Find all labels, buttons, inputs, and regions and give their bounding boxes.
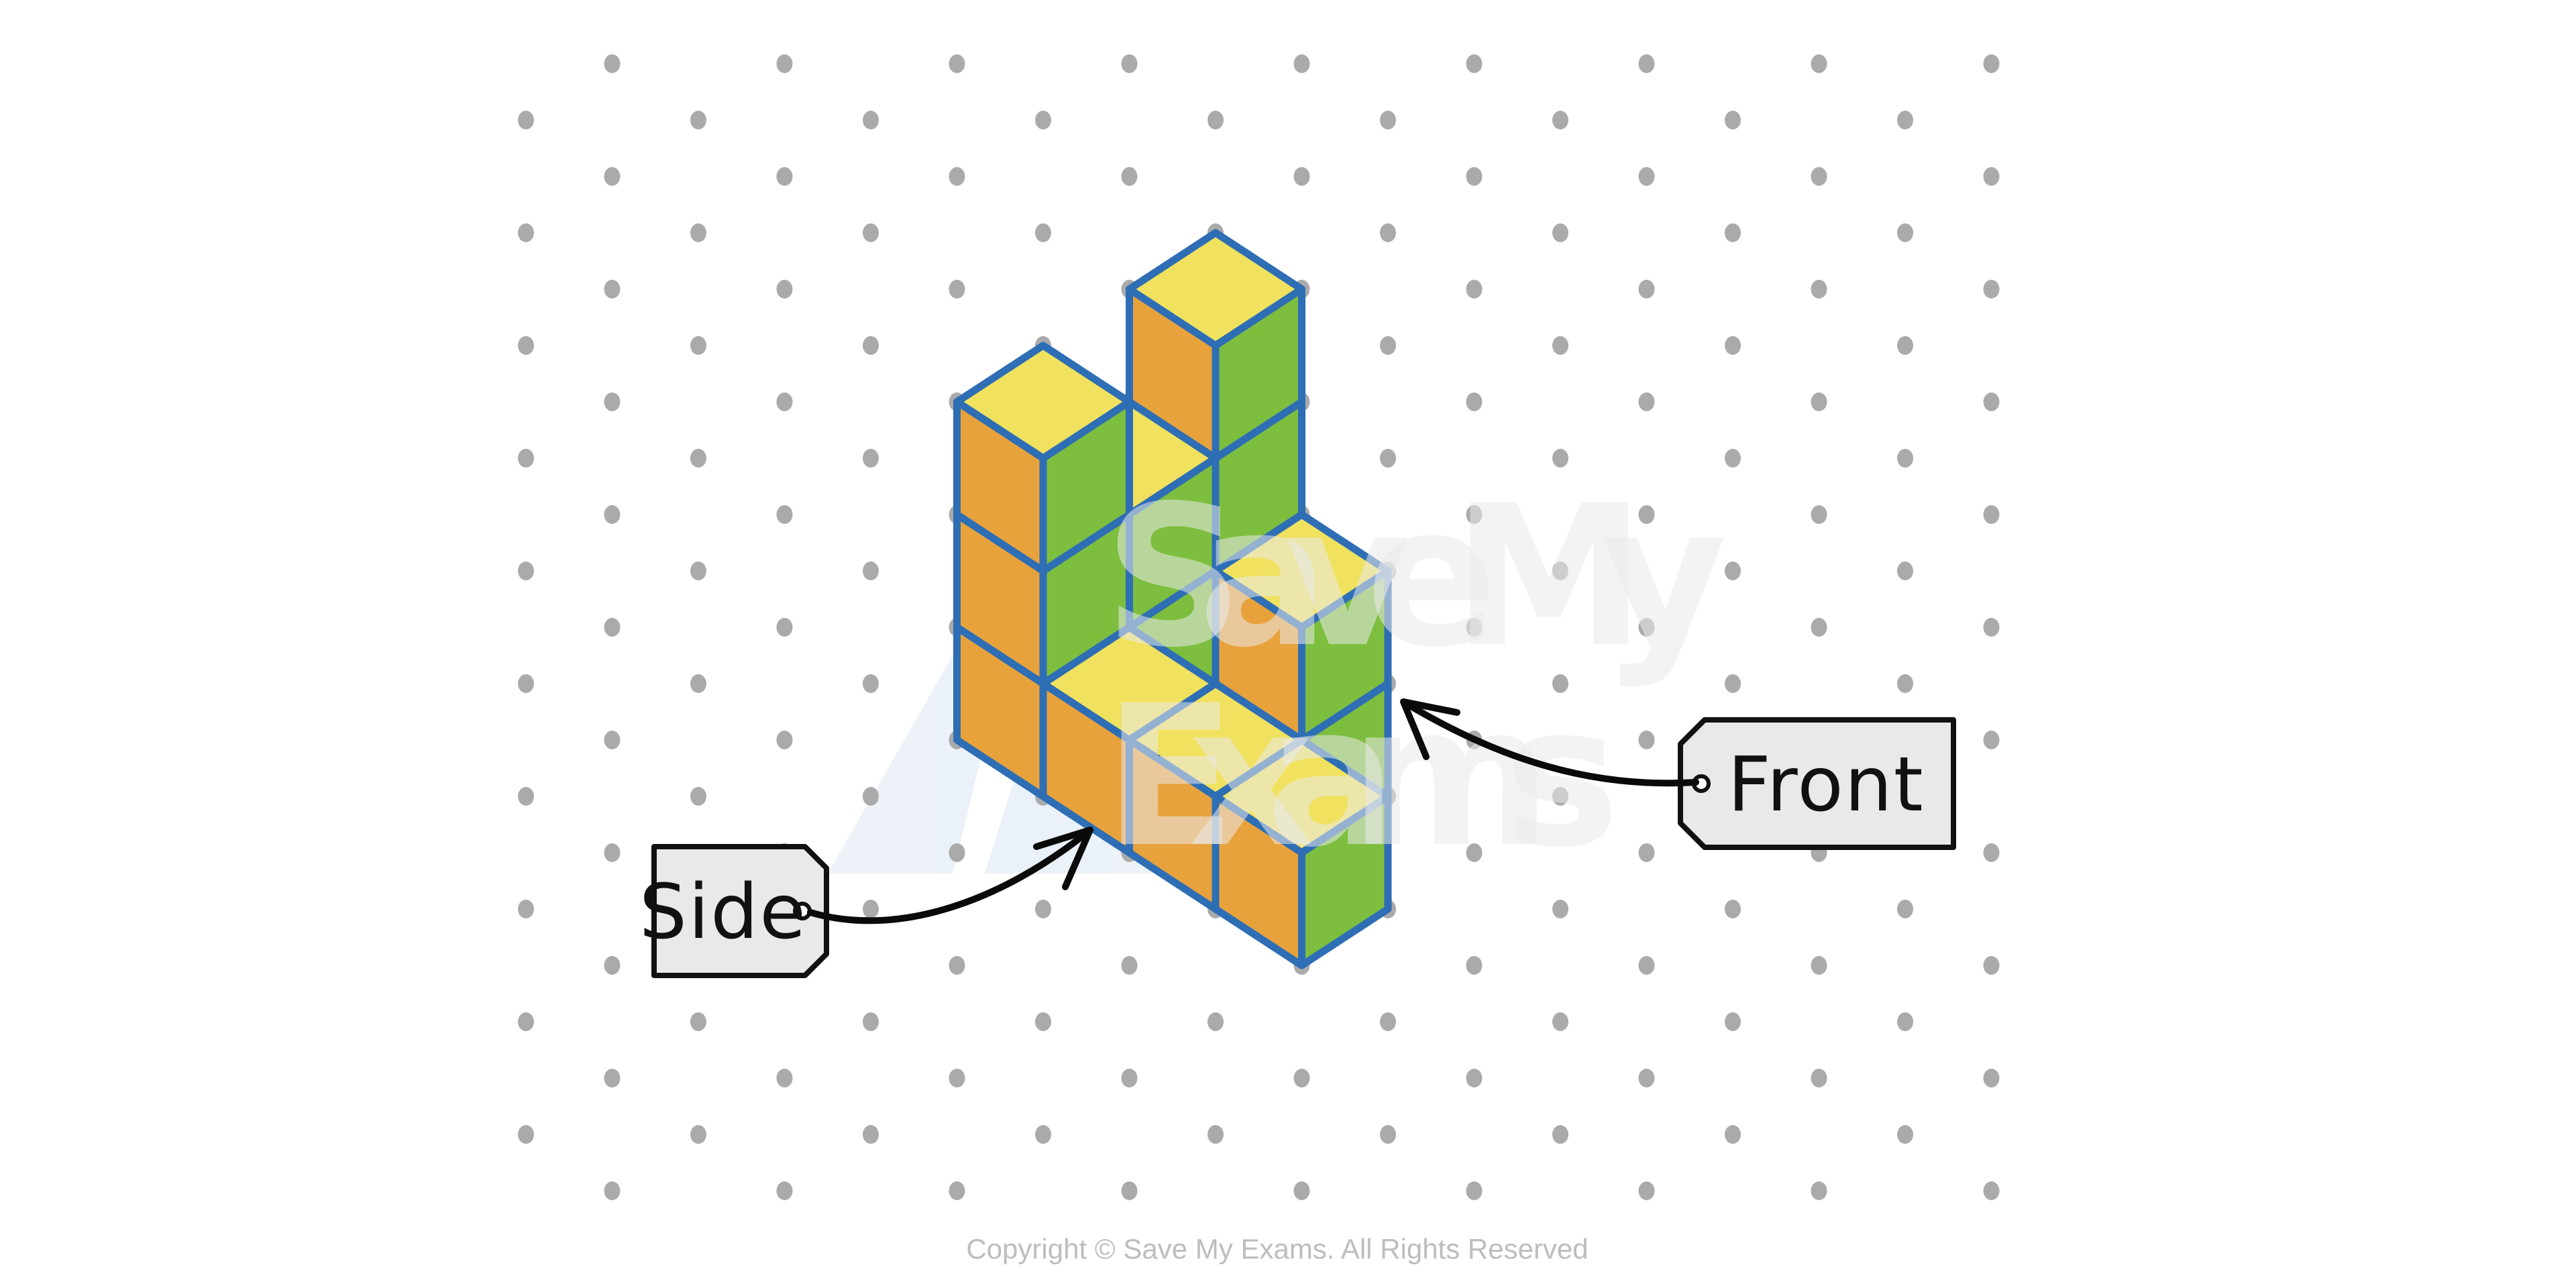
watermark-line1: SaveMy: [1104, 464, 1727, 690]
side-tag-body: [651, 844, 829, 978]
front-tag: Front: [1678, 717, 1956, 850]
watermark-text: SaveMy Exams: [1104, 464, 1727, 890]
side-tag: Side: [639, 844, 829, 978]
front-arrow-head-icon: [1400, 698, 1460, 760]
front-label-text: Front: [1727, 741, 1924, 829]
annotation-arrows: [807, 698, 1699, 924]
watermark-line2: Exams: [1104, 664, 1620, 890]
front-tag-body: [1678, 717, 1956, 850]
side-arrow-head-icon: [1033, 827, 1093, 890]
side-arrow-shaft: [807, 829, 1091, 924]
copyright-text: Copyright © Save My Exams. All Rights Re…: [966, 1233, 1588, 1265]
cube-structure: [953, 229, 1392, 969]
front-arrow-shaft: [1402, 700, 1699, 787]
side-label-text: Side: [639, 869, 807, 956]
